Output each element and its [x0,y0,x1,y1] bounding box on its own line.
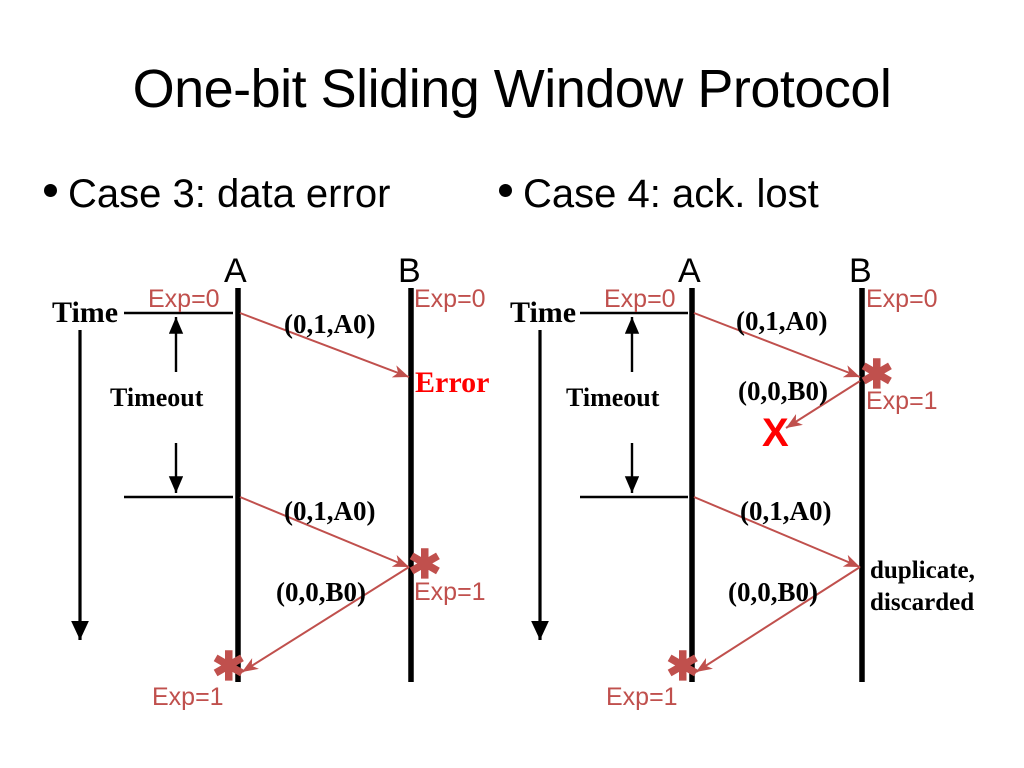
case4-message-4-label: (0,0,B0) [728,577,818,607]
case4-b-state-after-first: Exp=1 [866,387,938,415]
case3-a-receive-star-icon: ✱ [212,644,246,689]
case4-diagram: A B Time Timeout Exp=0 Exp=0 (0,1,A0) ✱ … [510,252,975,711]
case4-message-3-arrow [693,496,861,568]
case3-diagram: A B Time Timeout Exp=0 Exp=0 (0,1,A0) Er… [52,252,489,711]
case4-message-3-label: (0,1,A0) [740,496,831,526]
case3-node-b-label: B [398,252,421,290]
bullet-item-case4: Case 4: ack. lost [499,172,819,217]
bullet-list: Case 3: data error Case 4: ack. lost [44,172,984,228]
case3-message-2-arrow [239,496,410,568]
case3-message-1-arrow [239,312,410,378]
case4-a-initial-state: Exp=0 [604,285,676,313]
case4-time-label: Time [510,296,576,329]
case3-message-3-label: (0,0,B0) [276,577,366,607]
case4-message-4-arrow [695,566,861,673]
case3-a-initial-state: Exp=0 [148,285,220,313]
case3-node-a-label: A [224,252,247,290]
case3-a-final-state: Exp=1 [152,683,224,711]
case3-message-2-label: (0,1,A0) [284,496,375,526]
case4-a-receive-star-icon: ✱ [666,644,700,689]
case3-b-receive-star-icon: ✱ [408,542,442,587]
case4-b-receive-star-icon: ✱ [860,352,894,397]
bullet-label-case3: Case 3: data error [68,172,391,216]
case4-timeout-label: Timeout [566,383,660,412]
case3-b-initial-state: Exp=0 [414,285,486,313]
case3-timeout-label: Timeout [110,383,204,412]
page-title: One-bit Sliding Window Protocol [132,59,892,119]
case4-duplicate-note-line1: duplicate, [870,557,975,584]
case3-error-annotation: Error [415,366,489,399]
bullet-label-case4: Case 4: ack. lost [523,172,819,216]
bullet-dot-icon [499,184,512,197]
case3-message-1-label: (0,1,A0) [284,309,375,339]
case4-ack-lost-x-icon: X [762,411,789,455]
case3-time-label: Time [52,296,118,329]
case4-message-2-arrow [785,380,861,429]
case3-message-3-arrow [241,566,410,673]
case4-a-final-state: Exp=1 [606,683,678,711]
bullet-item-case3: Case 3: data error [44,172,390,217]
bullet-dot-icon [44,184,57,197]
case4-message-1-label: (0,1,A0) [736,306,827,336]
case4-duplicate-note-line2: discarded [870,589,974,616]
case3-b-final-state: Exp=1 [414,578,486,606]
case4-message-2-label: (0,0,B0) [738,376,828,406]
case4-node-a-label: A [678,252,701,290]
case4-message-1-arrow [693,312,861,378]
case4-node-b-label: B [849,252,872,290]
case4-b-initial-state: Exp=0 [866,285,938,313]
